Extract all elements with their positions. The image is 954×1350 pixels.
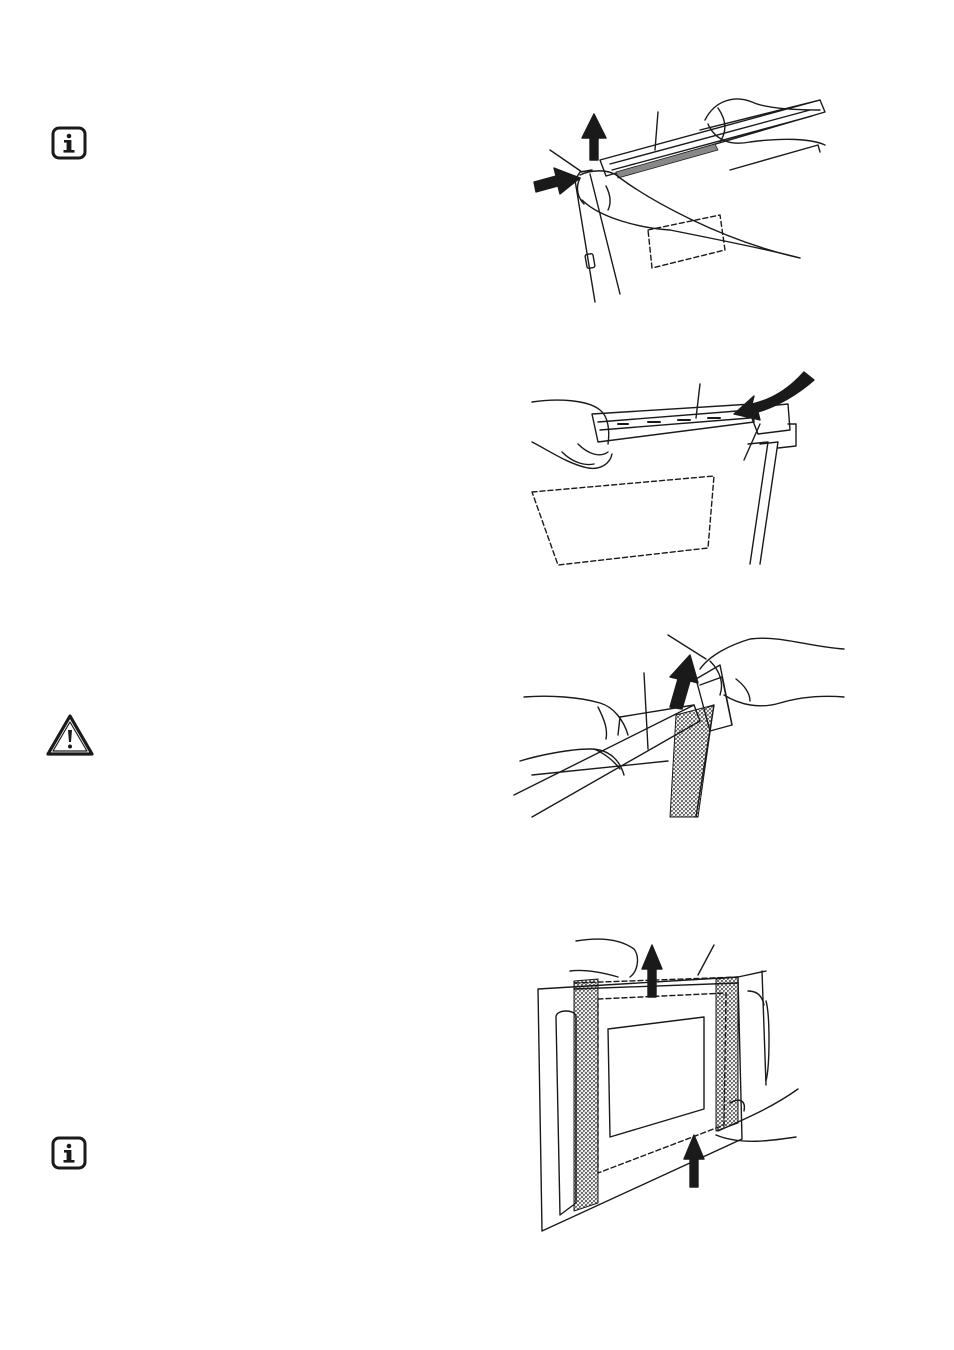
info-icon: [50, 125, 88, 161]
figure-door-trim-remove: [528, 360, 828, 570]
info-icon: [50, 1135, 88, 1171]
figure-glass-panel-slide: [510, 625, 850, 825]
figure-inner-glass-lift: [530, 925, 800, 1235]
warning-icon: [44, 712, 96, 758]
figure-door-trim-lift: [520, 90, 840, 310]
